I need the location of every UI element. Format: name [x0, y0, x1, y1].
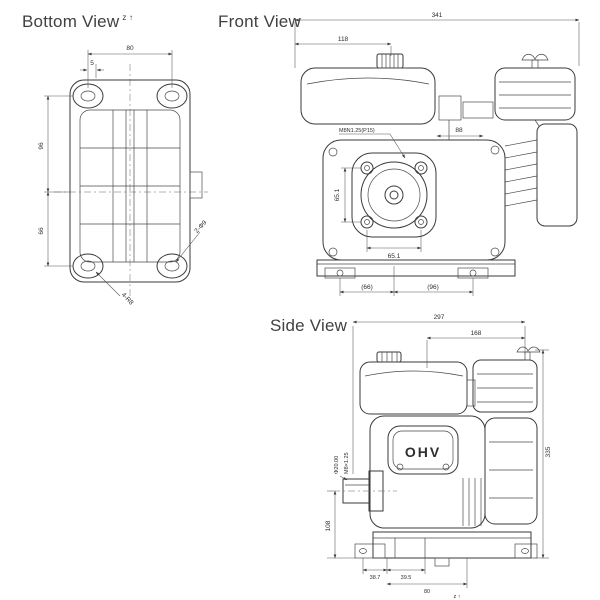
wing-bolt: [516, 346, 541, 353]
dim-foot-spans: (66) (96): [339, 266, 474, 296]
dim-label-66p: (66): [361, 284, 373, 291]
dim-label-341: 341: [432, 12, 443, 19]
engine-base-side: [354, 531, 538, 567]
front-view-drawing: 341 118: [294, 12, 580, 296]
dim-label-39-5: 39.5: [401, 575, 412, 581]
dim-head-width: 88: [436, 127, 484, 138]
callout-label-m8: M8N1.25(P15): [339, 128, 375, 134]
dim-label-108: 108: [325, 520, 332, 531]
bottom-view-title-text: Bottom View: [22, 12, 120, 31]
fuel-tank-side: [359, 351, 468, 415]
engine-base: [316, 259, 516, 279]
fan-shroud: OHV: [369, 415, 486, 529]
crankshaft-flange: [351, 152, 437, 238]
dim-label-168: 168: [471, 330, 482, 337]
dim-label-height: 335: [545, 446, 552, 457]
callout-holes: 2-Φ9: [175, 219, 209, 263]
dim-label-297: 297: [434, 314, 445, 321]
air-cleaner: [494, 53, 576, 121]
dim-label-88: 88: [455, 127, 463, 134]
base-plate-outline: [69, 79, 203, 283]
callout-shaft-thread: M8×1.25: [344, 452, 350, 474]
ohv-valve-cover: OHV: [387, 425, 459, 475]
flange-bolts: [360, 161, 428, 229]
ohv-badge: OHV: [405, 444, 441, 460]
air-cleaner-side: [472, 346, 541, 413]
dim-label-80: 80: [126, 45, 134, 52]
dim-depth-upper: 96: [38, 95, 73, 193]
dim-cap-offset: 118: [294, 36, 392, 56]
dim-shaft-height: 108: [325, 490, 355, 559]
head-fins: [462, 478, 482, 526]
front-view-title-text: Front View: [218, 12, 301, 31]
dim-bolt-square-horizontal: 65.1: [366, 230, 422, 260]
callout-label-4r8: 4-R8: [120, 291, 135, 306]
dim-label-65-1-v: 65.1: [334, 188, 341, 201]
bottom-axis-note: z ↑: [122, 13, 134, 23]
fuel-cap-side: [376, 351, 402, 363]
dim-label-96p: (96): [427, 284, 439, 291]
side-view-title-text: Side View: [270, 316, 348, 335]
rib-grid: [80, 110, 180, 262]
pto-shaft: [333, 470, 397, 512]
dim-label-65-1-h: 65.1: [388, 253, 401, 260]
cylinder-fins: [504, 119, 578, 227]
side-view-drawing: 297 168 335: [325, 314, 552, 600]
callout-shaft: Φ20.00 M8×1.25: [334, 452, 350, 481]
bottom-view-drawing: 80 5 96 66 2-Φ9 4-R8: [38, 45, 209, 307]
fuel-tank: [300, 53, 436, 125]
wing-bolt-stem: [524, 351, 531, 361]
crankcase: [322, 139, 506, 261]
dim-overall-height: 335: [535, 349, 552, 559]
carb-joint: [466, 379, 476, 407]
callout-label-2d9: 2-Φ9: [193, 219, 208, 235]
dim-edge-offset: 5: [80, 60, 104, 78]
dim-upper-depth: 168: [426, 330, 526, 368]
front-view-title: Front View: [218, 12, 301, 32]
side-view-title: Side View: [270, 316, 347, 336]
dim-label-80: 80: [424, 589, 430, 595]
callout-stud-thread: M8N1.25(P15): [339, 128, 406, 159]
mounting-boss-bottom-right: [156, 253, 188, 279]
carburetor: [438, 95, 494, 140]
dim-foot-pitches: 38.7 39.5: [362, 558, 426, 581]
wing-nut-stem: [531, 59, 539, 69]
dim-depth-lower: 66: [38, 191, 73, 267]
drain-plug: [434, 557, 450, 567]
muffler: [484, 417, 538, 525]
dim-foot-span: 80: [386, 558, 468, 595]
side-axis-note: z ↑: [453, 594, 460, 600]
callout-corner-radius: 4-R8: [95, 271, 135, 307]
callout-shaft-dia: Φ20.00: [334, 456, 340, 474]
dim-label-96: 96: [38, 142, 45, 150]
dim-label-66: 66: [38, 227, 45, 235]
dim-bolt-square-vertical: 65.1: [334, 167, 361, 223]
dim-label-5: 5: [90, 60, 94, 67]
dim-label-118: 118: [338, 36, 349, 43]
dim-bolt-span-width: 80: [87, 45, 173, 88]
dim-label-38-7: 38.7: [370, 575, 381, 581]
dim-overall-depth: 297: [352, 314, 526, 474]
wing-nut: [521, 53, 549, 61]
